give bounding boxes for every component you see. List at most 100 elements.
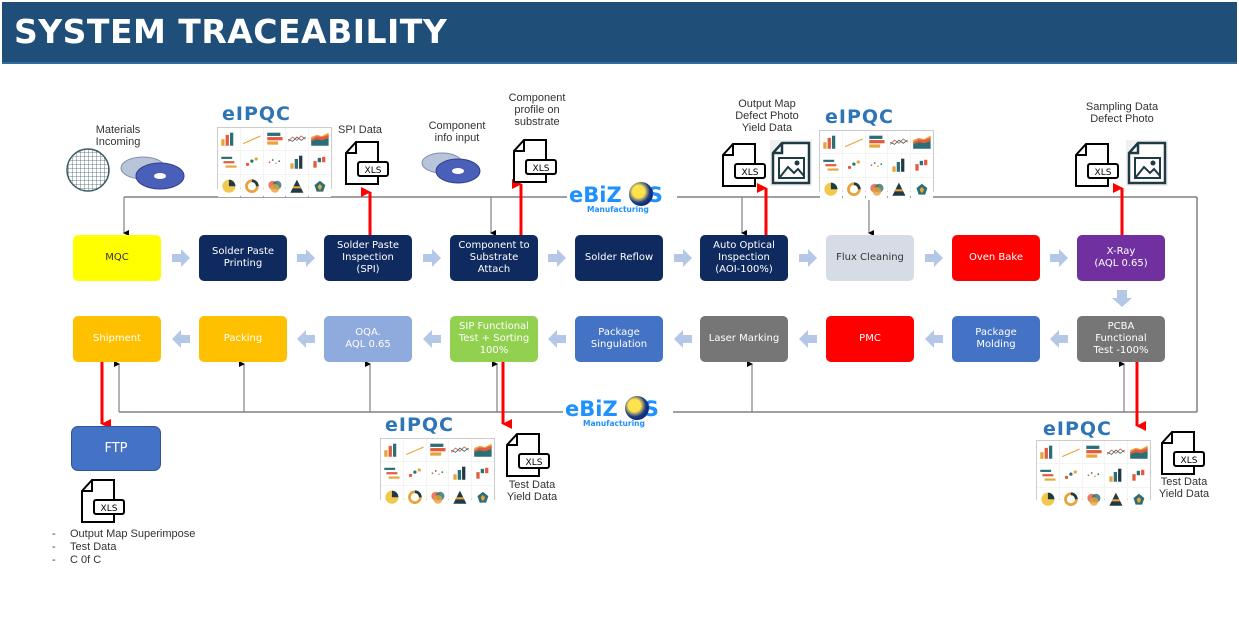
eipqc-title-sip: eIPQC [385, 414, 454, 436]
xls-icon-xray[interactable]: XLS [1074, 142, 1120, 188]
ebizos-subtitle: Manufacturing [587, 205, 649, 214]
dashboard-chart-thumbnail-icon [309, 128, 331, 151]
dashboard-chart-thumbnail-icon [403, 439, 426, 462]
eipqc-dashboard-aoi[interactable] [819, 130, 934, 201]
dashboard-chart-thumbnail-icon [865, 177, 888, 201]
file-xls-icon: XLS [506, 433, 550, 477]
dashboard-chart-thumbnail-icon [381, 439, 403, 462]
step-package-singulation[interactable]: Package Singulation [575, 316, 663, 362]
dashboard-chart-thumbnail-icon [381, 462, 403, 485]
flow-arrow-down-icon [1112, 290, 1132, 307]
flow-arrow-right-icon [925, 249, 943, 267]
photo-icon-xray[interactable] [1126, 140, 1168, 186]
dashboard-chart-thumbnail-icon [403, 462, 426, 485]
dashboard-chart-thumbnail-icon [449, 485, 472, 509]
step-sip-functional-test[interactable]: SIP Functional Test + Sorting 100% [450, 316, 538, 362]
dashboard-chart-thumbnail-icon [218, 128, 240, 151]
dashboard-chart-thumbnail-icon [820, 131, 842, 154]
dashboard-chart-thumbnail-icon [263, 128, 286, 151]
flow-arrow-left-icon [1050, 330, 1068, 348]
dashboard-chart-thumbnail-icon [911, 177, 933, 201]
component-profile-label: Component profile on substrate [508, 92, 566, 128]
dashboard-chart-thumbnail-icon [1128, 487, 1150, 511]
dashboard-chart-thumbnail-icon [472, 485, 494, 509]
dashboard-chart-thumbnail-icon [842, 177, 865, 201]
dashboard-chart-thumbnail-icon [1059, 464, 1082, 487]
ftp-note-item: -Test Data [52, 541, 117, 553]
dashboard-chart-thumbnail-icon [240, 174, 263, 198]
svg-text:XLS: XLS [533, 164, 550, 174]
dashboard-chart-thumbnail-icon [865, 131, 888, 154]
flow-arrow-right-icon [799, 249, 817, 267]
flow-arrow-left-icon [674, 330, 692, 348]
step-mqc[interactable]: MQC [73, 235, 161, 281]
ftp-note-item: -Output Map Superimpose [52, 528, 196, 540]
xls-icon-aoi[interactable]: XLS [721, 142, 767, 188]
xls-icon-sip-test[interactable]: XLS [505, 432, 551, 478]
file-xls-icon: XLS [81, 479, 125, 523]
dashboard-chart-thumbnail-icon [1037, 487, 1059, 511]
xls-icon-component-profile[interactable]: XLS [512, 138, 558, 184]
eipqc-dashboard-pcba[interactable] [1036, 440, 1151, 511]
xls-icon-spi[interactable]: XLS [344, 140, 390, 186]
photo-icon-aoi[interactable] [770, 140, 812, 186]
image-file-icon [1126, 140, 1168, 186]
step-solder-paste-printing[interactable]: Solder Paste Printing [199, 235, 287, 281]
dashboard-chart-thumbnail-icon [449, 439, 472, 462]
ftp-notes-list: -Output Map Superimpose -Test Data -C 0f… [52, 528, 195, 567]
flow-arrow-right-icon [172, 249, 190, 267]
flow-arrow-left-icon [925, 330, 943, 348]
eipqc-dashboard-spi[interactable] [217, 127, 332, 198]
dashboard-chart-thumbnail-icon [472, 439, 494, 462]
globe-icon [625, 396, 649, 420]
svg-text:XLS: XLS [1181, 456, 1198, 466]
step-packing[interactable]: Packing [199, 316, 287, 362]
step-spi[interactable]: Solder Paste Inspection (SPI) [324, 235, 412, 281]
step-aoi[interactable]: Auto Optical Inspection (AOI-100%) [700, 235, 788, 281]
dashboard-chart-thumbnail-icon [1082, 464, 1105, 487]
step-component-attach[interactable]: Component to Substrate Attach [450, 235, 538, 281]
xls-icon-ftp[interactable]: XLS [80, 478, 126, 524]
dashboard-chart-thumbnail-icon [911, 131, 933, 154]
dashboard-chart-thumbnail-icon [309, 151, 331, 174]
dashboard-chart-thumbnail-icon [309, 174, 331, 198]
dashboard-chart-thumbnail-icon [842, 131, 865, 154]
flow-arrow-right-icon [674, 249, 692, 267]
dashboard-chart-thumbnail-icon [820, 154, 842, 177]
dashboard-chart-thumbnail-icon [263, 151, 286, 174]
image-file-icon [770, 140, 812, 186]
step-pmc[interactable]: PMC [826, 316, 914, 362]
step-x-ray[interactable]: X-Ray (AQL 0.65) [1077, 235, 1165, 281]
dashboard-chart-thumbnail-icon [286, 174, 309, 198]
dashboard-chart-thumbnail-icon [842, 154, 865, 177]
step-flux-cleaning[interactable]: Flux Cleaning [826, 235, 914, 281]
dashboard-chart-thumbnail-icon [1082, 441, 1105, 464]
dashboard-chart-thumbnail-icon [240, 151, 263, 174]
aoi-outputs-label: Output Map Defect Photo Yield Data [735, 98, 799, 134]
step-package-molding[interactable]: Package Molding [952, 316, 1040, 362]
step-shipment[interactable]: Shipment [73, 316, 161, 362]
svg-text:XLS: XLS [101, 504, 118, 514]
step-solder-reflow[interactable]: Solder Reflow [575, 235, 663, 281]
svg-text:XLS: XLS [1095, 168, 1112, 178]
svg-text:XLS: XLS [526, 458, 543, 468]
step-laser-marking[interactable]: Laser Marking [700, 316, 788, 362]
flow-arrow-left-icon [297, 330, 315, 348]
eipqc-dashboard-sip[interactable] [380, 438, 495, 509]
pcba-test-outputs-label: Test Data Yield Data [1158, 476, 1210, 500]
step-pcba-functional-test[interactable]: PCBA Functional Test -100% [1077, 316, 1165, 362]
ftp-box[interactable]: FTP [71, 426, 161, 471]
ebizos-subtitle: Manufacturing [583, 419, 645, 428]
flow-arrow-right-icon [548, 249, 566, 267]
xls-icon-pcba-test[interactable]: XLS [1160, 430, 1206, 476]
flow-arrow-right-icon [297, 249, 315, 267]
materials-incoming-label: Materials Incoming [95, 124, 141, 148]
step-oqa[interactable]: OQA. AQL 0.65 [324, 316, 412, 362]
step-oven-bake[interactable]: Oven Bake [952, 235, 1040, 281]
reel-icon-component [421, 152, 481, 184]
dashboard-chart-thumbnail-icon [1059, 441, 1082, 464]
dashboard-chart-thumbnail-icon [865, 154, 888, 177]
